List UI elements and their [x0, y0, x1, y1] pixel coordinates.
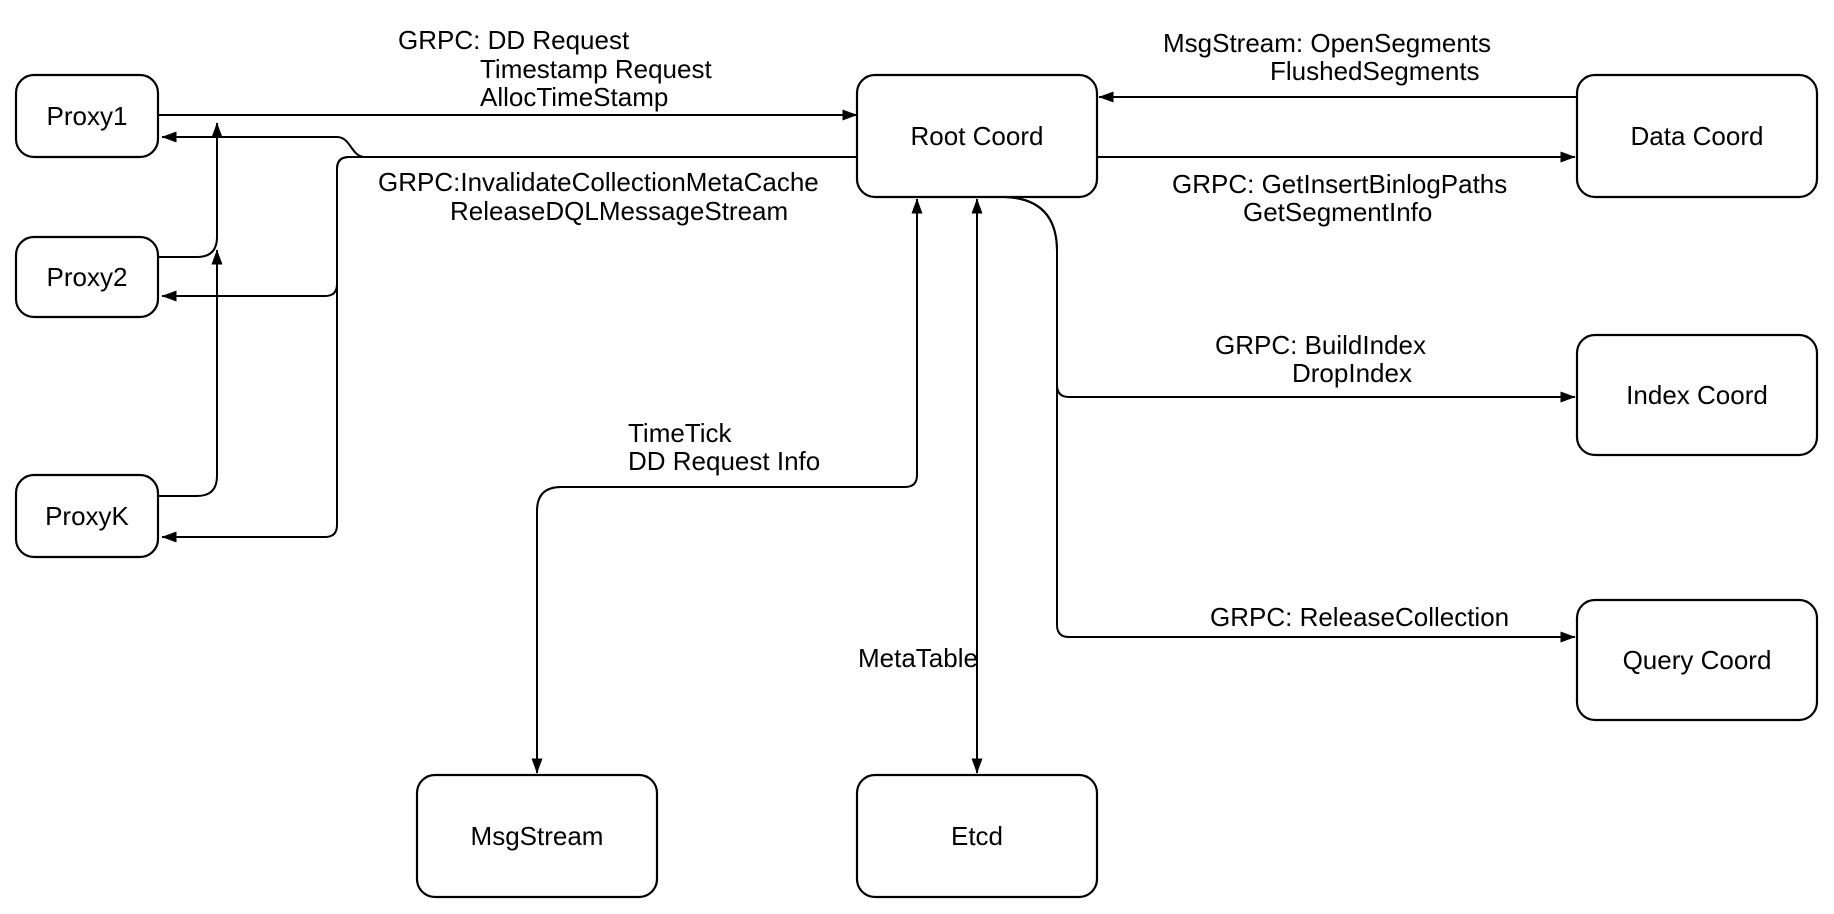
edge-label-flushedsegments: FlushedSegments [1270, 56, 1480, 86]
edge-proxy2-up-merge [158, 122, 223, 258]
edge-proxyk-up-merge [158, 249, 223, 497]
node-proxy2-label: Proxy2 [47, 262, 128, 292]
edge-label-getinsertbinlogpaths: GRPC: GetInsertBinlogPaths [1172, 169, 1507, 199]
node-data-coord-label: Data Coord [1631, 121, 1764, 151]
edge-label-release-dql-messagestream: ReleaseDQLMessageStream [450, 196, 788, 226]
node-proxyk-label: ProxyK [45, 501, 129, 531]
edge-label-grpc-dd-request: GRPC: DD Request [398, 25, 630, 55]
node-index-coord-box [1575, 333, 1819, 457]
edge-label-msgstream-opensegments: MsgStream: OpenSegments [1163, 28, 1491, 58]
edge-label-getsegmentinfo: GetSegmentInfo [1243, 197, 1432, 227]
edge-label-releasecollection: GRPC: ReleaseCollection [1210, 602, 1509, 632]
edge-label-invalidate-collection-metacache: GRPC:InvalidateCollectionMetaCache [378, 167, 819, 197]
edge-label-dd-request-info: DD Request Info [628, 446, 820, 476]
edge-root-coord-to-msgstream [531, 198, 923, 774]
node-proxy1: Proxy1 [14, 73, 160, 159]
node-msgstream-box [415, 773, 659, 899]
node-msgstream: MsgStream [415, 773, 659, 899]
edge-root-coord-to-proxy1 [161, 131, 857, 158]
edge-label-metatable: MetaTable [858, 643, 978, 673]
node-data-coord-box [1575, 73, 1819, 199]
node-proxy2-box [14, 235, 160, 319]
node-proxy1-label: Proxy1 [47, 101, 128, 131]
node-root-coord-box [855, 73, 1099, 199]
edges [158, 91, 1577, 774]
node-etcd-box [855, 773, 1099, 899]
node-index-coord-label: Index Coord [1626, 380, 1768, 410]
node-etcd: Etcd [855, 773, 1099, 899]
node-proxy2: Proxy2 [14, 235, 160, 319]
nodes: Proxy1 Proxy2 ProxyK Root Coord Data Coo… [14, 73, 1819, 899]
edge-label-buildindex: GRPC: BuildIndex [1215, 330, 1426, 360]
node-proxy1-box [14, 73, 160, 159]
node-data-coord: Data Coord [1575, 73, 1819, 199]
node-msgstream-label: MsgStream [471, 821, 604, 851]
node-query-coord-label: Query Coord [1623, 645, 1772, 675]
edge-labels: GRPC: DD Request Timestamp Request Alloc… [378, 25, 1509, 673]
node-query-coord: Query Coord [1575, 598, 1819, 722]
node-query-coord-box [1575, 598, 1819, 722]
edge-root-coord-to-index-coord [1004, 196, 1576, 403]
edge-root-coord-to-query-coord [1004, 196, 1576, 643]
edge-label-dropindex: DropIndex [1292, 358, 1412, 388]
node-root-coord: Root Coord [855, 73, 1099, 199]
node-etcd-label: Etcd [951, 821, 1003, 851]
node-root-coord-label: Root Coord [911, 121, 1044, 151]
edge-label-timetick: TimeTick [628, 418, 733, 448]
edge-label-timestamp-request: Timestamp Request [480, 54, 712, 84]
edge-label-alloctimestamp: AllocTimeStamp [480, 82, 668, 112]
node-proxyk-box [14, 473, 160, 559]
edge-root-coord-to-proxyk [161, 156, 857, 543]
node-proxyk: ProxyK [14, 473, 160, 559]
node-index-coord: Index Coord [1575, 333, 1819, 457]
